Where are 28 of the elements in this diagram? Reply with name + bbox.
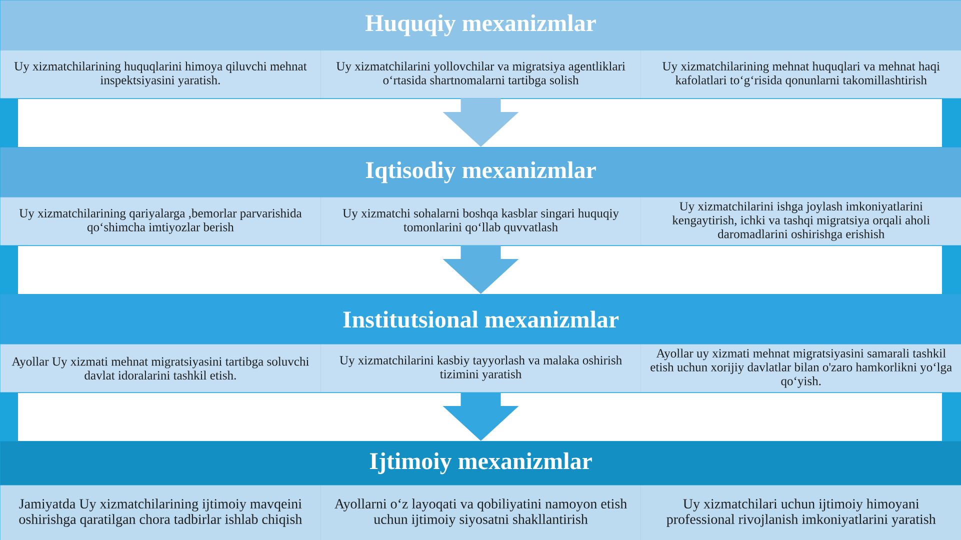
header-band: Huquqiy mexanizmlar (0, 0, 961, 50)
text-box: Ayollarni o‘z layoqati va qobiliyatini namoyon etish uchun ijtimoiy siyosatni shakllantirish (320, 485, 641, 540)
text-box: Uy xizmatchi sohalarni boshqa kasblar singari huquqiy tomonlarini qo‘llab quvvatlash (320, 197, 641, 246)
text-box: Uy xizmatchilarini yollovchilar va migratsiya agentliklari o‘rtasida shartnomalarni tartibga solish (320, 50, 641, 98)
node-label: Uy xizmatchilari uchun ijtimoiy himoyani professional rivojlanish imkoniyatlarini yaratish (666, 498, 936, 527)
node-label: Uy xizmatchilarini yollovchilar va migratsiya agentliklari o‘rtasida shartnomalarni tartibga solish (336, 62, 626, 87)
node-label: Ayollar uy xizmati mehnat migratsiyasini samarali tashkil etish uchun xorijiy davlatlar bilan o'zaro hamkorlikni yo‘lga qo‘yish. (650, 348, 952, 388)
node-label: Uy xizmatchilarining mehnat huquqlari va mehnat haqi kafolatlari to‘g‘risida qonunlarni takomillashtirish (662, 62, 940, 87)
text-box: Uy xizmatchilari uchun ijtimoiy himoyani professional rivojlanish imkoniyatlarini yaratish (640, 485, 961, 540)
node-label: Ayollarni o‘z layoqati va qobiliyatini namoyon etish uchun ijtimoiy siyosatni shakllantirish (334, 498, 627, 527)
node-label: Uy xizmatchilarini kasbiy tayyorlash va malaka oshirish tizimini yaratish (340, 356, 622, 381)
text-box: Uy xizmatchilarining huquqlarini himoya qiluvchi mehnat inspektsiyasini yaratish. (0, 50, 321, 98)
node-label: Uy xizmatchilarining huquqlarini himoya qiluvchi mehnat inspektsiyasini yaratish. (14, 62, 307, 87)
header-band: Institutsional mexanizmlar (0, 294, 961, 344)
text-box: Uy xizmatchilarini ishga joylash imkoniyatlarini kengaytirish, ichki va tashqi migratsiya orqali aholi daromadlarini oshirishga erishish (640, 197, 961, 246)
text-box: Uy xizmatchilarining mehnat huquqlari va mehnat haqi kafolatlari to‘g‘risida qonunlarni takomillashtirish (640, 50, 961, 98)
text-box: Jamiyatda Uy xizmatchilarining ijtimoiy mavqeini oshirishga qaratilgan chora tadbirlar ishlab chiqish (0, 485, 321, 540)
text-box: Ayollar Uy xizmati mehnat migratsiyasini tartibga soluvchi davlat idoralarini tashkil etish. (0, 344, 321, 392)
node-label: Uy xizmatchilarini ishga joylash imkoniyatlarini kengaytirish, ichki va tashqi migratsiya orqali aholi daromadlarini oshirishga erishish (672, 202, 930, 241)
node-label: Ayollar Uy xizmati mehnat migratsiyasini tartibga soluvchi davlat idoralarini tashkil etish. (12, 356, 309, 380)
node-label: Uy xizmatchilarining qariyalarga ,bemorlar parvarishida qo‘shimcha imtiyozlar berish (19, 208, 302, 234)
text-box: Uy xizmatchilarining qariyalarga ,bemorlar parvarishida qo‘shimcha imtiyozlar berish (0, 197, 321, 246)
text-box: Uy xizmatchilarini kasbiy tayyorlash va malaka oshirish tizimini yaratish (320, 344, 641, 392)
node-label: Uy xizmatchi sohalarni boshqa kasblar singari huquqiy tomonlarini qo‘llab quvvatlash (342, 208, 619, 234)
node-label: Jamiyatda Uy xizmatchilarining ijtimoiy mavqeini oshirishga qaratilgan chora tadbirlar ishlab chiqish (19, 498, 302, 527)
text-box: Ayollar uy xizmati mehnat migratsiyasini samarali tashkil etish uchun xorijiy davlatlar bilan o'zaro hamkorlikni yo‘lga qo‘yish. (640, 344, 961, 392)
header-band: Ijtimoiy mexanizmlar (0, 441, 961, 486)
header-band: Iqtisodiy mexanizmlar (0, 147, 961, 198)
